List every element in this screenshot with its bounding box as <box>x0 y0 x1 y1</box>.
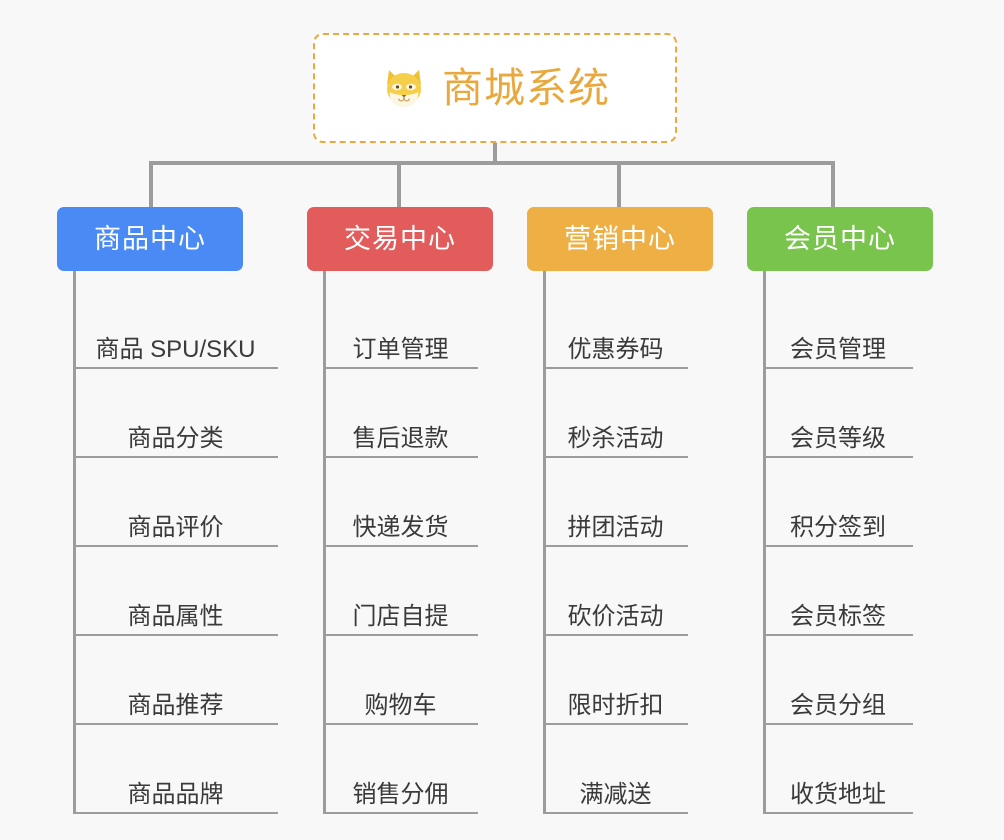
leaf-item[interactable]: 积分签到 <box>763 485 913 547</box>
leaf-item[interactable]: 砍价活动 <box>543 574 688 636</box>
leaf-item-label: 秒杀活动 <box>567 424 664 452</box>
connector-drop-3 <box>831 161 835 208</box>
leaf-item-label: 订单管理 <box>352 335 449 363</box>
leaf-item-label: 快递发货 <box>352 513 449 541</box>
leaf-item[interactable]: 会员标签 <box>763 574 913 636</box>
column-spine <box>543 271 546 814</box>
leaf-item-label: 拼团活动 <box>567 513 664 541</box>
connector-stem <box>493 143 497 164</box>
leaf-item-label: 会员分组 <box>790 691 886 719</box>
leaf-item-label: 门店自提 <box>352 602 449 630</box>
column-spine <box>763 271 766 814</box>
category-label: 商品中心 <box>94 223 206 254</box>
category-box-trade-center[interactable]: 交易中心 <box>307 207 493 271</box>
category-label: 交易中心 <box>344 223 456 254</box>
leaf-item[interactable]: 售后退款 <box>323 396 478 458</box>
category-box-product-center[interactable]: 商品中心 <box>57 207 243 271</box>
leaf-item-label: 满减送 <box>579 780 652 808</box>
leaf-item[interactable]: 收货地址 <box>763 752 913 814</box>
leaf-item[interactable]: 商品分类 <box>73 396 278 458</box>
leaf-item-label: 商品属性 <box>127 602 224 630</box>
leaf-item[interactable]: 会员等级 <box>763 396 913 458</box>
category-label: 营销中心 <box>564 223 676 254</box>
leaf-item[interactable]: 商品属性 <box>73 574 278 636</box>
column-spine <box>323 271 326 814</box>
leaf-item[interactable]: 商品评价 <box>73 485 278 547</box>
leaf-item[interactable]: 会员分组 <box>763 663 913 725</box>
category-box-marketing-center[interactable]: 营销中心 <box>527 207 713 271</box>
leaf-item[interactable]: 拼团活动 <box>543 485 688 547</box>
leaf-item[interactable]: 优惠券码 <box>543 307 688 369</box>
leaf-item-label: 商品推荐 <box>127 691 224 719</box>
leaf-item-label: 商品 SPU/SKU <box>95 335 256 363</box>
leaf-item[interactable]: 销售分佣 <box>323 752 478 814</box>
leaf-item[interactable]: 商品推荐 <box>73 663 278 725</box>
leaf-item-label: 收货地址 <box>790 780 886 808</box>
leaf-item[interactable]: 商品品牌 <box>73 752 278 814</box>
leaf-item-label: 会员标签 <box>790 602 886 630</box>
leaf-item-label: 积分签到 <box>790 513 886 541</box>
leaf-item-label: 销售分佣 <box>352 780 449 808</box>
leaf-item-label: 商品评价 <box>127 513 224 541</box>
leaf-item-label: 购物车 <box>364 691 437 719</box>
leaf-item-label: 商品分类 <box>127 424 224 452</box>
category-label: 会员中心 <box>784 223 896 254</box>
leaf-item[interactable]: 秒杀活动 <box>543 396 688 458</box>
leaf-item[interactable]: 购物车 <box>323 663 478 725</box>
leaf-item[interactable]: 满减送 <box>543 752 688 814</box>
leaf-item[interactable]: 商品 SPU/SKU <box>73 307 278 369</box>
leaf-item[interactable]: 门店自提 <box>323 574 478 636</box>
connector-drop-2 <box>617 161 621 208</box>
category-box-member-center[interactable]: 会员中心 <box>747 207 933 271</box>
leaf-item-label: 限时折扣 <box>567 691 664 719</box>
leaf-item-label: 商品品牌 <box>127 780 224 808</box>
connector-drop-0 <box>149 161 153 208</box>
column-spine <box>73 271 76 814</box>
root-title: 商城系统 <box>442 64 610 111</box>
leaf-item-label: 会员等级 <box>790 424 886 452</box>
leaf-item-label: 售后退款 <box>352 424 449 452</box>
root-node-card[interactable]: 商城系统 <box>313 33 677 143</box>
connector-horizontal-bar <box>149 161 835 165</box>
connector-drop-1 <box>397 161 401 208</box>
shiba-dog-icon <box>380 64 428 112</box>
leaf-item[interactable]: 会员管理 <box>763 307 913 369</box>
leaf-item[interactable]: 限时折扣 <box>543 663 688 725</box>
leaf-item[interactable]: 订单管理 <box>323 307 478 369</box>
leaf-item-label: 砍价活动 <box>567 602 664 630</box>
leaf-item[interactable]: 快递发货 <box>323 485 478 547</box>
leaf-item-label: 会员管理 <box>790 335 886 363</box>
leaf-item-label: 优惠券码 <box>567 335 664 363</box>
